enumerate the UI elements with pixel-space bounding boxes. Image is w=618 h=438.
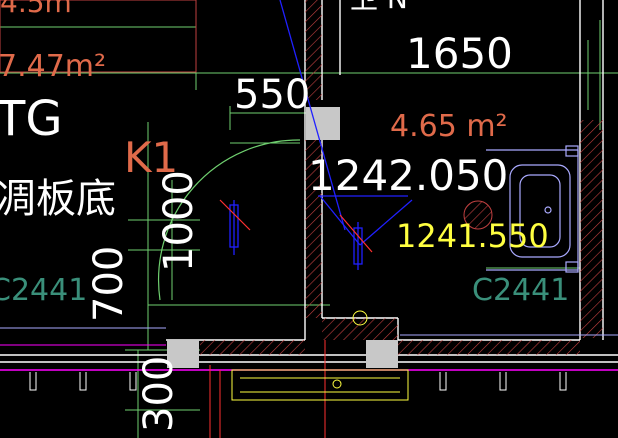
room-area-left-text: 7.47m² bbox=[0, 49, 106, 84]
dimension-300: 300 bbox=[136, 356, 182, 432]
chinese-note: 凋板底 bbox=[0, 176, 116, 222]
dimension-1000: 1000 bbox=[156, 170, 202, 272]
elevation-1242: 1242.050 bbox=[308, 151, 508, 200]
wall-hatching bbox=[200, 0, 603, 355]
dimension-1650: 1650 bbox=[406, 29, 513, 78]
top-right-partial-text: 卫 N bbox=[350, 0, 408, 15]
corner-dimension-text: 4.5m bbox=[0, 0, 72, 19]
dimension-550: 550 bbox=[234, 72, 310, 118]
bottom-sill bbox=[231, 310, 409, 401]
bottom-tick-marks bbox=[29, 372, 567, 391]
elevation-1241: 1241.550 bbox=[396, 217, 549, 255]
door-swing-arc bbox=[157, 139, 301, 301]
column-blocks bbox=[167, 107, 398, 368]
label-tg: TG bbox=[0, 91, 63, 147]
code-left: C2441 bbox=[0, 273, 87, 308]
code-right: C2441 bbox=[472, 273, 569, 308]
red-cross-marks bbox=[219, 199, 373, 253]
blue-lines bbox=[229, 0, 413, 270]
drain-circle bbox=[463, 200, 493, 230]
room-area-small: 4.65 m² bbox=[390, 109, 508, 144]
dimension-700: 700 bbox=[86, 246, 132, 322]
room-box-left bbox=[0, 0, 197, 73]
label-k1: K1 bbox=[124, 133, 178, 182]
sink-fixture bbox=[486, 145, 579, 273]
